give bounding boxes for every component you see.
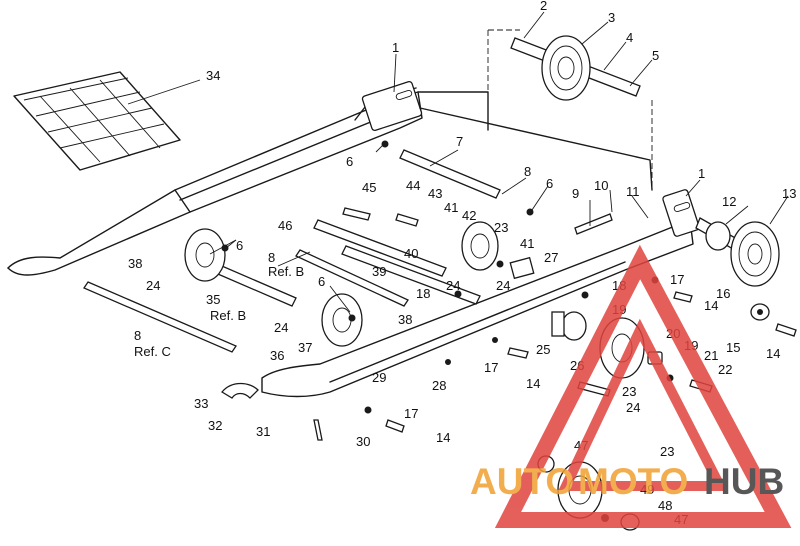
wheel-23-top	[461, 221, 499, 271]
label-41-a: 41	[444, 200, 458, 215]
label-8-top: 8	[524, 164, 531, 179]
label-4: 4	[626, 30, 633, 45]
suspension-frame	[7, 29, 700, 398]
label-6-b: 6	[546, 176, 553, 191]
wheel-24-mid	[321, 293, 363, 347]
label-6-c: 6	[236, 238, 243, 253]
label-22: 22	[718, 362, 732, 377]
label-27: 27	[544, 250, 558, 265]
label-24-c: 24	[446, 278, 460, 293]
label-14-c: 14	[526, 376, 540, 391]
label-24-d: 24	[626, 400, 640, 415]
slide-track	[13, 71, 181, 171]
leader-lines	[127, 11, 789, 313]
label-24-e: 24	[496, 278, 510, 293]
label-13: 13	[782, 186, 796, 201]
label-44: 44	[406, 178, 420, 193]
label-17-c: 17	[404, 406, 418, 421]
label-36: 36	[270, 348, 284, 363]
label-17-a: 17	[670, 272, 684, 287]
ref-label-35-ref: Ref. B	[210, 308, 246, 323]
wheel-24-left	[184, 228, 226, 282]
label-17-b: 17	[484, 360, 498, 375]
label-12: 12	[722, 194, 736, 209]
label-41-b: 41	[520, 236, 534, 251]
watermark-brand-part1: AUTO	[470, 461, 574, 502]
label-11: 11	[626, 184, 640, 199]
label-23-a: 23	[494, 220, 508, 235]
watermark-brand-part3: HUB	[704, 461, 784, 502]
label-29: 29	[372, 370, 386, 385]
label-40: 40	[404, 246, 418, 261]
shafts	[83, 37, 761, 353]
label-38-b: 38	[398, 312, 412, 327]
label-45: 45	[362, 180, 376, 195]
label-6-a: 6	[346, 154, 353, 169]
label-37: 37	[298, 340, 312, 355]
idler-wheel-3	[541, 35, 591, 101]
label-10: 10	[594, 178, 608, 193]
label-43: 43	[428, 186, 442, 201]
label-25: 25	[536, 342, 550, 357]
label-16: 16	[716, 286, 730, 301]
label-14-d: 14	[436, 430, 450, 445]
ref-label-8c-ref: Ref. C	[134, 344, 171, 359]
ref-label-8-ref: Ref. B	[268, 264, 304, 279]
label-46: 46	[278, 218, 292, 233]
ref-label-8c-number: 8	[134, 328, 141, 343]
watermark-brand-part2: MOTO	[578, 461, 688, 502]
label-2: 2	[540, 0, 547, 13]
label-14-a: 14	[704, 298, 718, 313]
label-33: 33	[194, 396, 208, 411]
label-21: 21	[704, 348, 718, 363]
watermark-logo: AUTO MOTO HUB	[470, 244, 792, 528]
label-39: 39	[372, 264, 386, 279]
label-6-d: 6	[318, 274, 325, 289]
label-1-right: 1	[698, 166, 705, 181]
part-number-labels: 1 1 2 3 4 5 6 6 6 6 7 8 9 10 11 12 13 14…	[128, 0, 796, 527]
label-42: 42	[462, 208, 476, 223]
label-23-b: 23	[622, 384, 636, 399]
label-5: 5	[652, 48, 659, 63]
label-48: 48	[658, 498, 672, 513]
label-38-a: 38	[128, 256, 142, 271]
label-18-b: 18	[416, 286, 430, 301]
label-30: 30	[356, 434, 370, 449]
label-34: 34	[206, 68, 220, 83]
ref-label-8-number: 8	[268, 250, 275, 265]
label-23-c: 23	[660, 444, 674, 459]
label-24-b: 24	[274, 320, 288, 335]
label-32: 32	[208, 418, 222, 433]
label-9: 9	[572, 186, 579, 201]
label-3: 3	[608, 10, 615, 25]
label-15: 15	[726, 340, 740, 355]
label-28: 28	[432, 378, 446, 393]
label-31: 31	[256, 424, 270, 439]
label-35: 35	[206, 292, 220, 307]
label-24-a: 24	[146, 278, 160, 293]
label-7: 7	[456, 134, 463, 149]
wheel-13	[730, 221, 780, 287]
label-1-left: 1	[392, 40, 399, 55]
label-14-b: 14	[766, 346, 780, 361]
